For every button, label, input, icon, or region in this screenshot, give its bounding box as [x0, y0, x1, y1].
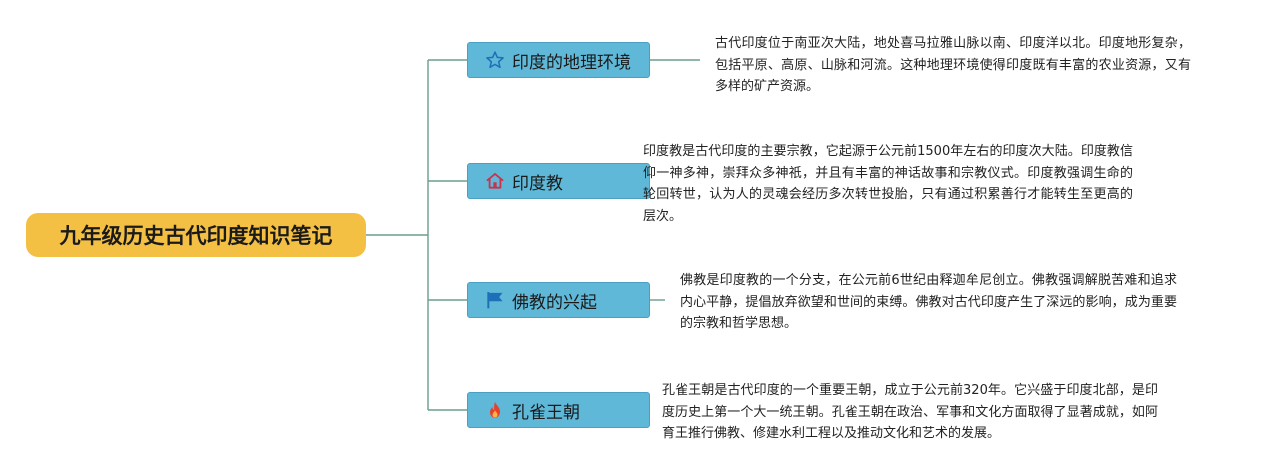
flag-icon — [484, 289, 506, 311]
root-topic[interactable]: 九年级历史古代印度知识笔记 — [26, 213, 366, 257]
geography-description: 古代印度位于南亚次大陆，地处喜马拉雅山脉以南、印度洋以北。印度地形复杂，包括平原… — [715, 36, 1191, 94]
branch-maurya[interactable]: 孔雀王朝 — [467, 392, 650, 428]
star-icon — [484, 49, 506, 71]
branch-buddhism[interactable]: 佛教的兴起 — [467, 282, 650, 318]
hinduism-description: 印度教是古代印度的主要宗教，它起源于公元前1500年左右的印度次大陆。印度教信仰… — [643, 144, 1133, 224]
maurya-description: 孔雀王朝是古代印度的一个重要王朝，成立于公元前320年。它兴盛于印度北部，是印度… — [662, 383, 1158, 441]
buddhism-description: 佛教是印度教的一个分支，在公元前6世纪由释迦牟尼创立。佛教强调解脱苦难和追求内心… — [680, 273, 1177, 331]
home-icon — [484, 170, 506, 192]
branch-geography[interactable]: 印度的地理环境 — [467, 42, 650, 78]
branch-label: 孔雀王朝 — [512, 402, 580, 423]
branch-label: 印度的地理环境 — [512, 52, 631, 73]
branch-hinduism[interactable]: 印度教 — [467, 163, 650, 199]
fire-icon — [484, 399, 506, 421]
branch-label: 佛教的兴起 — [512, 292, 597, 313]
branch-label: 印度教 — [512, 173, 563, 194]
root-title: 九年级历史古代印度知识笔记 — [59, 224, 333, 248]
